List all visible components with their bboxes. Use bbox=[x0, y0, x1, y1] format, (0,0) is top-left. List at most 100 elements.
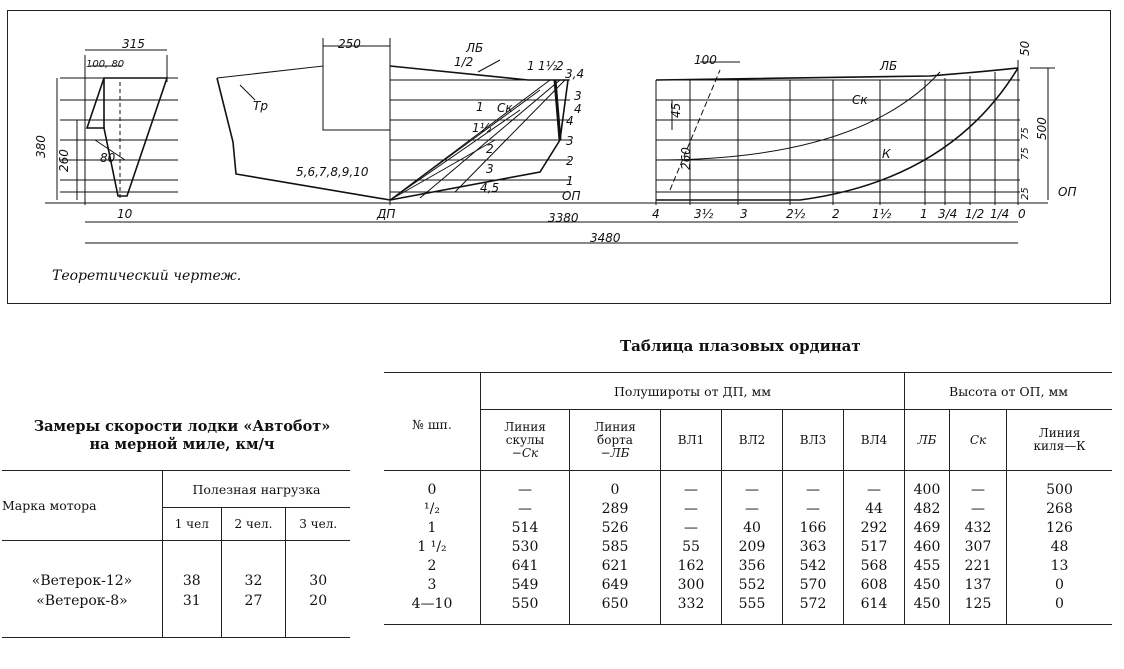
speed-value: 38 bbox=[162, 571, 222, 591]
lines-plan-drawing: 315 100, 80 380 260 80 Тр 250 ЛБ 1/2 1 1… bbox=[34, 37, 1076, 245]
ordinate-value: 649 bbox=[569, 576, 661, 595]
ordinate-value: — bbox=[660, 519, 722, 538]
label-ck-right: Ск bbox=[852, 93, 868, 107]
label-3: 3 bbox=[574, 89, 582, 103]
ordinate-value: 650 bbox=[569, 595, 661, 625]
st-2h: 2½ bbox=[786, 207, 806, 221]
col-h-ck: Ск bbox=[949, 409, 1007, 471]
label-10: 10 bbox=[117, 207, 133, 221]
ordinate-value: 48 bbox=[1006, 538, 1112, 557]
dim-260b: 260 bbox=[679, 147, 693, 170]
frame-number: 2 bbox=[427, 558, 437, 574]
dim-250: 250 bbox=[338, 37, 361, 51]
speed-title-line1: Замеры скорости лодки «Автобот» bbox=[33, 418, 331, 435]
label-half: 1/2 bbox=[454, 55, 473, 69]
label-lb: ЛБ bbox=[465, 41, 483, 55]
label-frames: 5,6,7,8,9,10 bbox=[296, 165, 369, 179]
ordinate-value: 641 bbox=[480, 557, 570, 576]
st-4: 4 bbox=[652, 207, 660, 221]
speed-value: 30 bbox=[285, 571, 350, 591]
label-tr: Тр bbox=[253, 99, 268, 113]
ordinate-value: 356 bbox=[721, 557, 783, 576]
group-heights: Высота от ОП, мм bbox=[904, 372, 1112, 410]
ordinate-value: 307 bbox=[949, 538, 1007, 557]
col-lb-line2: борта bbox=[597, 432, 633, 447]
ordinate-value: — bbox=[949, 500, 1007, 519]
ord-header-row: № шп. Полушироты от ДП, мм Высота от ОП,… bbox=[384, 372, 1112, 471]
speed-value: 20 bbox=[285, 591, 350, 611]
ordinate-value: 608 bbox=[843, 576, 905, 595]
ordinate-value: 482 bbox=[904, 500, 950, 519]
st-34: 3/4 bbox=[938, 207, 957, 221]
ordinate-value: 552 bbox=[721, 576, 783, 595]
ordinates-table-title: Таблица плазовых ординат bbox=[620, 337, 861, 355]
ordinate-value: 40 bbox=[721, 519, 783, 538]
ordinate-value: 549 bbox=[480, 576, 570, 595]
label-2: 2 bbox=[486, 142, 494, 156]
ordinate-value: — bbox=[949, 470, 1007, 500]
label-dp: ДП bbox=[376, 207, 395, 221]
ordinate-value: 126 bbox=[1006, 519, 1112, 538]
col-vl2: ВЛ2 bbox=[721, 409, 783, 471]
ordinate-value: 542 bbox=[782, 557, 844, 576]
ordinate-value: 450 bbox=[904, 595, 950, 625]
col-lb-line1: Линия bbox=[594, 419, 636, 434]
dim-80: 80 bbox=[100, 151, 116, 165]
col-motor: Марка мотора bbox=[2, 470, 163, 541]
speed-header-row: Марка мотора Полезная нагрузка bbox=[2, 470, 350, 541]
st-14: 1/4 bbox=[990, 207, 1009, 221]
drawing-caption: Теоретический чертеж. bbox=[52, 268, 242, 284]
label-3b: 3 bbox=[486, 162, 494, 176]
ordinate-value: 555 bbox=[721, 595, 783, 625]
st-3: 3 bbox=[740, 207, 748, 221]
dim-75a: 75 bbox=[1020, 127, 1031, 140]
wl-4: 4 bbox=[566, 114, 574, 128]
ordinate-value: 526 bbox=[569, 519, 661, 538]
col-ck-line3: −Ск bbox=[511, 445, 539, 460]
table-row bbox=[2, 540, 350, 571]
st-1: 1 bbox=[920, 207, 928, 221]
ordinate-value: 44 bbox=[843, 500, 905, 519]
label-2-top: 2 bbox=[556, 59, 564, 73]
ordinate-value: 300 bbox=[660, 576, 722, 595]
wl-1: 1 bbox=[566, 174, 574, 188]
col-load: Полезная нагрузка bbox=[162, 470, 350, 508]
ordinate-value: 455 bbox=[904, 557, 950, 576]
label-1half: 1½ bbox=[472, 121, 492, 135]
speed-value: 32 bbox=[220, 571, 286, 591]
col-ck-line2: скулы bbox=[505, 432, 545, 447]
label-lb-right: ЛБ bbox=[879, 59, 897, 73]
motor-name: «Ветерок-12» bbox=[31, 573, 133, 589]
dim-75b: 75 bbox=[1020, 147, 1031, 160]
label-1-top: 1 bbox=[527, 59, 535, 73]
ordinate-value: 292 bbox=[843, 519, 905, 538]
frame-number: 4—10 bbox=[384, 595, 481, 625]
label-1: 1 bbox=[476, 100, 484, 114]
ordinate-value: 570 bbox=[782, 576, 844, 595]
dim-315: 315 bbox=[122, 37, 145, 51]
col-keel-line1: Линия bbox=[1038, 426, 1081, 440]
speed-title-line2: на мерной миле, км/ч bbox=[89, 436, 275, 453]
ordinate-value: — bbox=[480, 500, 570, 519]
st-3h: 3½ bbox=[694, 207, 714, 221]
ordinate-value: 500 bbox=[1006, 470, 1112, 500]
dim-25: 25 bbox=[1020, 187, 1031, 200]
ordinate-value: 400 bbox=[904, 470, 950, 500]
col-2: 2 чел. bbox=[220, 507, 286, 541]
ordinate-value: 332 bbox=[660, 595, 722, 625]
ordinate-value: — bbox=[660, 470, 722, 500]
speed-value: 27 bbox=[220, 591, 286, 611]
frame-number: 1 ¹/₂ bbox=[417, 539, 447, 555]
dim-50: 50 bbox=[1018, 40, 1032, 56]
dim-45: 45 bbox=[669, 103, 683, 118]
ordinate-value: 568 bbox=[843, 557, 905, 576]
frame-number: 1 bbox=[427, 520, 437, 536]
ordinate-value: — bbox=[721, 470, 783, 500]
ordinate-value: 221 bbox=[949, 557, 1007, 576]
